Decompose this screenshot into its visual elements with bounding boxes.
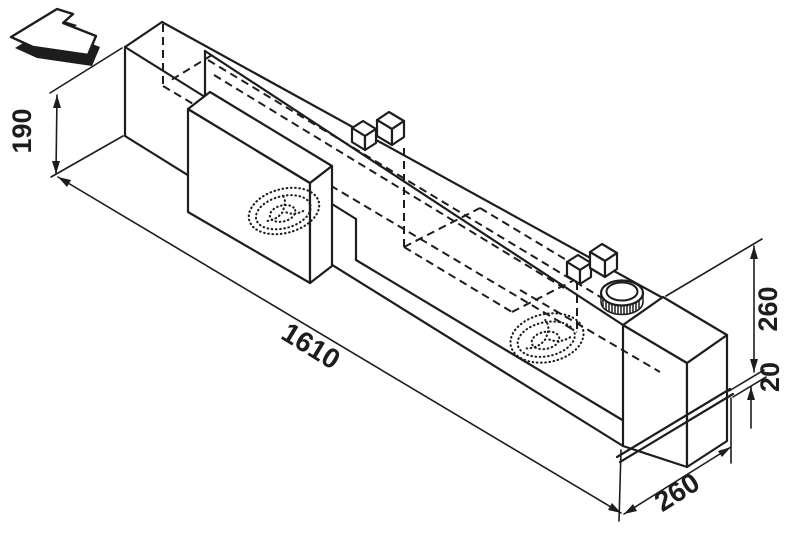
right-end-block: [621, 295, 729, 469]
dim-label-20: 20: [755, 362, 785, 392]
direction-arrow-icon: [9, 7, 100, 66]
dim-label-260-bottom: 260: [649, 466, 705, 517]
dimension-right-height: 260: [665, 238, 783, 392]
tank-body-outline: [123, 20, 665, 448]
middle-block: [186, 90, 334, 285]
fitting-cubes-middle: [350, 110, 406, 152]
fitting-cubes-right: [565, 242, 619, 286]
dim-label-260-right: 260: [753, 286, 783, 331]
dimension-base-thickness: 20: [732, 362, 785, 429]
dim-label-190: 190: [7, 108, 37, 153]
filler-cap: [599, 279, 645, 316]
hidden-edge-right: [519, 289, 661, 373]
base-flange: [615, 387, 735, 464]
dim-label-1610: 1610: [276, 316, 345, 375]
front-step-edges: [330, 202, 626, 423]
dimension-left-height: 190: [7, 47, 124, 178]
molded-logo-swirl-right: [509, 312, 585, 364]
molded-logo-swirl-left: [247, 186, 321, 236]
